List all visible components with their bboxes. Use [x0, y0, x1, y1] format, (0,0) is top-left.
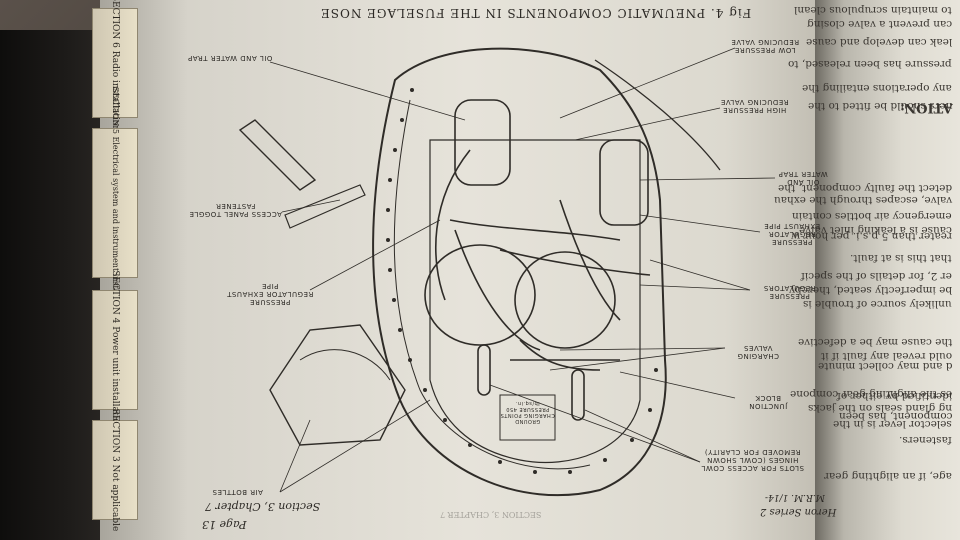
callout-oil-water-trap-left: OIL AND WATER TRAP — [187, 54, 273, 62]
book-reference-1: Heron Series 2 — [760, 506, 837, 517]
text-line: the cause may be a defective — [797, 336, 952, 348]
text-page — [815, 0, 960, 540]
text-line: to maintain scrupulous cleanl — [794, 4, 952, 16]
text-line: identified by either of — [836, 390, 952, 402]
text-line: can prevent a valve closing — [806, 18, 952, 30]
bleed-through-heading: SECTION 3, CHAPTER 7 — [440, 510, 542, 519]
figure-title: Fig 4. PNEUMATIC COMPONENTS IN THE FUSEL… — [320, 6, 752, 20]
tab-section-3[interactable]: SECTION 3 Not applicable — [92, 409, 138, 531]
text-line: selector lever is in the — [833, 418, 952, 430]
callout-charging-valves: CHARGING VALVES — [737, 344, 779, 360]
page-number: Page 13 — [202, 518, 247, 531]
text-line: d and may collect minute — [817, 360, 952, 372]
tab-section-6[interactable]: SECTION 6 Radio installation — [92, 0, 138, 131]
text-line: emergency air bottles contain — [792, 210, 952, 222]
text-line: reater than 5 p.s.i. per hour w — [791, 230, 952, 242]
callout-junction-block: JUNCTION BLOCK — [748, 394, 788, 410]
text-line: unlikely source of trouble is — [803, 298, 952, 310]
section-tabs: SECTION 6 Radio installation SECTION 5 E… — [92, 0, 142, 540]
callout-access-panel-fastener: ACCESS PANEL TOGGLE FASTENER — [189, 202, 282, 218]
text-line: any operations entailing the — [802, 82, 952, 94]
callout-exhaust-pipe-left: PRESSURE REGULATOR EXHAUST PIPE — [226, 282, 314, 306]
callout-high-pressure-reducing-valve: HIGH PRESSURE REDUCING VALVE — [720, 98, 789, 114]
text-line: that this is at fault. — [850, 252, 952, 264]
text-line: be imperfectly seated, thereby — [788, 284, 952, 296]
tab-section-5[interactable]: SECTION 5 Electrical system and instrume… — [92, 87, 138, 319]
text-line: age, if an alighting gear — [824, 470, 952, 482]
text-line: valve, escapes through the exhau — [773, 194, 952, 206]
text-line: pressure has been released, to — [788, 58, 952, 70]
diagram-page — [100, 0, 835, 540]
text-line: detect the faulty component, the — [777, 182, 952, 194]
text-line: leak can develop and cause — [805, 36, 952, 48]
section-reference: Section 3, Chapter 7 — [205, 500, 321, 513]
tab-section-4[interactable]: SECTION 4 Power unit installation — [92, 270, 138, 430]
ground-charging-placard: GROUND CHARGING POINTS PRESSURE 450 lb/s… — [500, 400, 555, 424]
text-line: ners should be fitted to the — [807, 100, 952, 112]
book-reference-2: M.R.M. 1/14- — [765, 492, 825, 502]
binder-cover — [0, 30, 110, 540]
text-line: fasteners. — [899, 434, 952, 446]
callout-air-bottles: AIR BOTTLES — [212, 488, 263, 496]
text-line: er 2, for details of the specif — [801, 270, 952, 282]
callout-low-pressure-reducing-valve: LOW PRESSURE REDUCING VALVE — [730, 38, 800, 54]
callout-cowl-hinge-slots: SLOTS FOR ACCESS COWL HINGES (COWL SHOWN… — [701, 448, 804, 472]
